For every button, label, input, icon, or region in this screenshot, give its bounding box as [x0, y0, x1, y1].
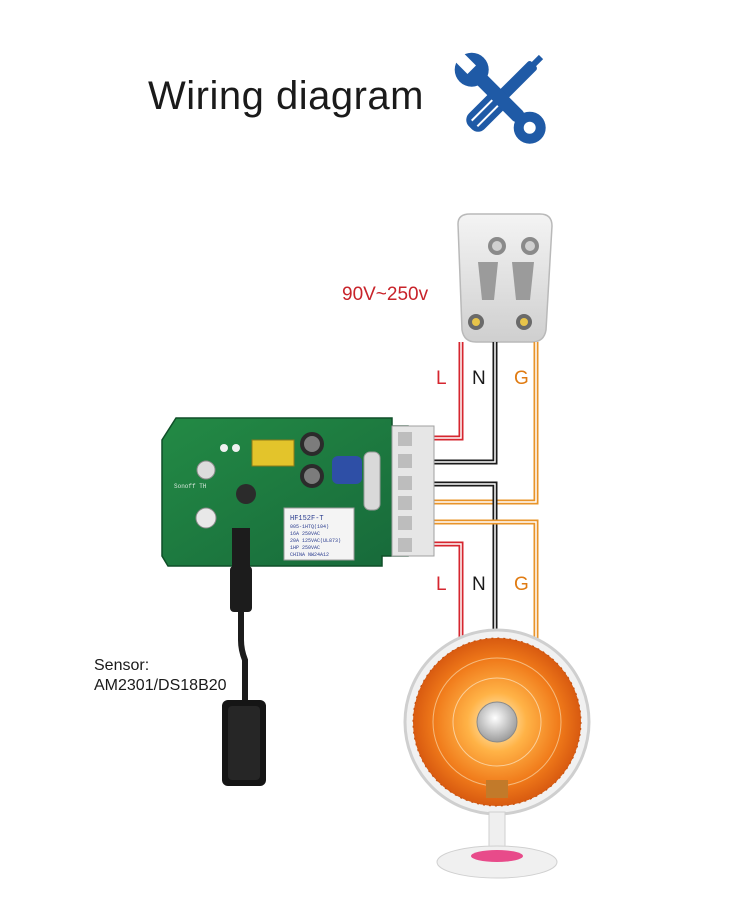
tools-icon — [451, 49, 546, 144]
heater-icon — [403, 628, 591, 879]
relay-model: HF152F-T — [290, 515, 324, 523]
bottom-live-label: L — [436, 574, 447, 595]
power-plug-icon — [457, 213, 553, 343]
board-label: Sonoff TH — [174, 483, 207, 490]
bottom-ground-label: G — [514, 574, 529, 595]
sensor-caption-line-2: AM2301/DS18B20 — [94, 677, 227, 694]
bottom-neutral-label: N — [472, 574, 486, 595]
relay-line-3: 20A 125VAC(UL873) — [290, 538, 341, 544]
voltage-label: 90V~250v — [342, 284, 429, 305]
relay-line-5: CHINA NW24A12 — [290, 552, 329, 558]
relay-line-2: 16A 250VAC — [290, 531, 320, 537]
top-neutral-label: N — [472, 368, 486, 389]
input-wires — [430, 342, 539, 505]
relay-board: HF152F-T 005-1HTQ(104) 16A 250VAC 20A 12… — [161, 417, 435, 568]
relay-line-4: 1HP 250VAC — [290, 545, 320, 551]
diagram-title: Wiring diagram — [148, 74, 424, 118]
relay-line-1: 005-1HTQ(104) — [290, 524, 329, 530]
sensor-caption-line-1: Sensor: — [94, 657, 150, 674]
sensor-probe-icon — [222, 566, 266, 786]
output-wires — [430, 481, 539, 652]
top-live-label: L — [436, 368, 447, 389]
sensor-caption: Sensor: AM2301/DS18B20 — [94, 656, 227, 696]
top-ground-label: G — [514, 368, 529, 389]
